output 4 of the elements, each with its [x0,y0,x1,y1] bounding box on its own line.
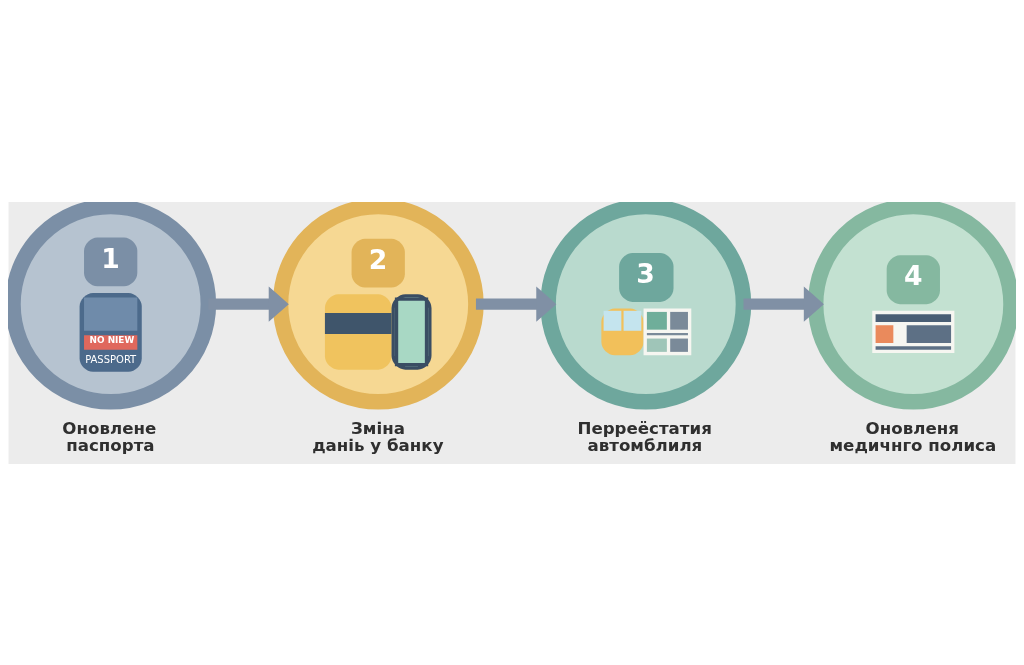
node-label: Оновлене паспорта [62,418,157,455]
node-label: Зміна даніь у банку [312,418,444,455]
node-label: Перреёстатия автомблиля [577,418,712,455]
node-label: Оновленя медичнго полиса [829,418,997,455]
